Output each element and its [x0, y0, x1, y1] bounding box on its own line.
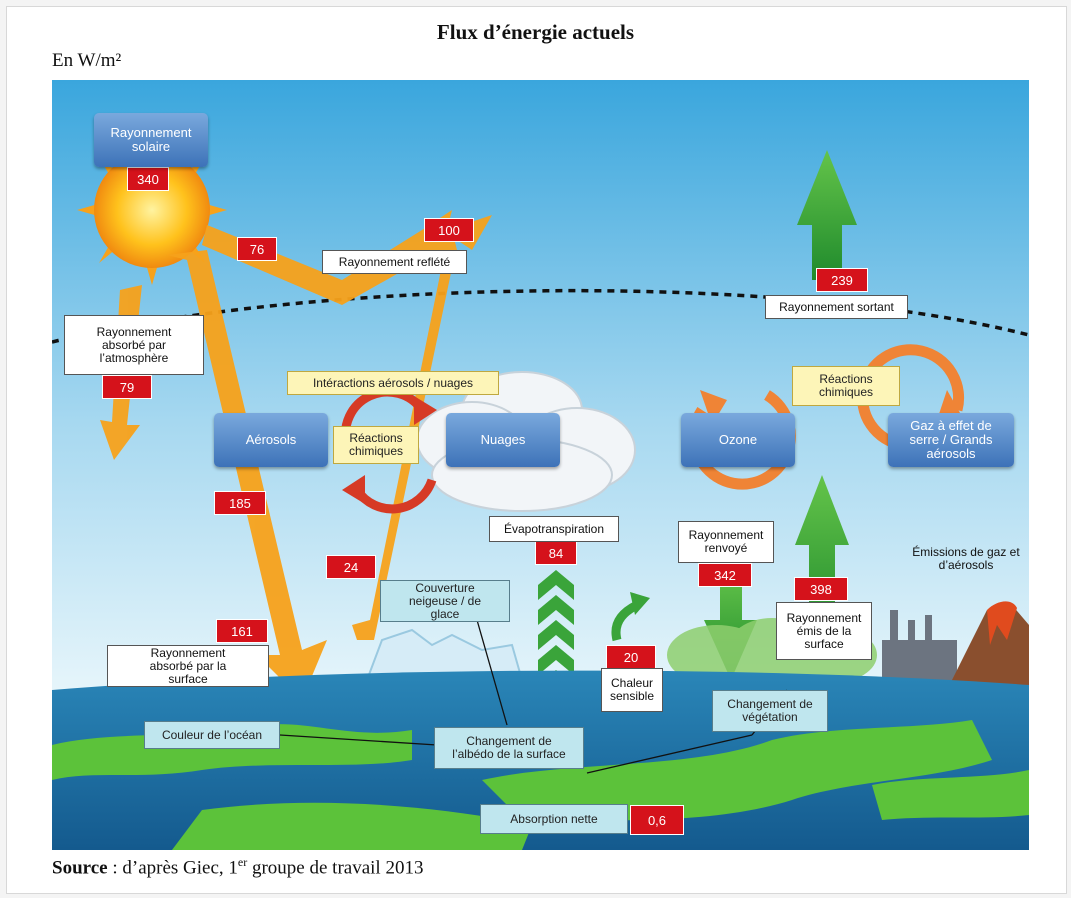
net-absorption-label: Absorption nette — [480, 804, 628, 834]
ozone-box: Ozone — [681, 413, 795, 467]
chem-reactions-left: Réactions chimiques — [333, 426, 419, 464]
outgoing-arrow — [797, 150, 857, 280]
value-reflected-surface: 24 — [326, 555, 376, 579]
source-superscript: er — [237, 855, 248, 869]
back-radiation-arrow — [704, 570, 757, 680]
source-citation: Source : d’après Giec, 1er groupe de tra… — [52, 855, 423, 879]
aerosols-box: Aérosols — [214, 413, 328, 467]
outgoing-label: Rayonnement sortant — [765, 295, 908, 319]
value-solar: 340 — [127, 167, 169, 191]
ghg-cycle — [857, 344, 965, 451]
ocean-color-label: Couleur de l’océan — [144, 721, 280, 749]
value-absorbed-surface: 161 — [216, 619, 268, 643]
value-surface-emission: 398 — [794, 577, 848, 601]
value-back-radiation: 342 — [698, 563, 752, 587]
source-text-before: : d’après Giec, 1 — [107, 857, 238, 879]
absorbed-surface-label: Rayonnement absorbé par la surface — [107, 645, 269, 687]
value-sensible-heat: 20 — [606, 645, 656, 669]
back-radiation-label: Rayonnement renvoyé — [678, 521, 774, 563]
surface-emission-arrow — [795, 475, 849, 640]
emissions-label: Émissions de gaz et d’aérosols — [912, 545, 1020, 572]
absorbed-atmosphere-label: Rayonnement absorbé par l’atmosphère — [64, 315, 204, 375]
reflected-label: Rayonnement reflété — [322, 250, 467, 274]
clouds-box: Nuages — [446, 413, 560, 467]
sun-icon — [77, 135, 227, 285]
value-evapotranspiration: 84 — [535, 541, 577, 565]
figure-title: Flux d’énergie actuels — [436, 20, 635, 44]
evapotranspiration-label: Évapotranspiration — [489, 516, 619, 542]
energy-flux-diagram: 340 76 100 239 79 185 24 161 84 20 342 3… — [52, 80, 1029, 850]
glacier-shape — [365, 628, 524, 681]
albedo-change-label: Changement de l’albédo de la surface — [434, 727, 584, 769]
unit-label: En W/m² — [52, 50, 122, 71]
surface-emission-label: Rayonnement émis de la surface — [776, 602, 872, 660]
ghg-box: Gaz à effet de serre / Grands aérosols — [888, 413, 1014, 467]
solar-radiation-box: Rayonnement solaire — [94, 113, 208, 167]
chem-reactions-right: Réactions chimiques — [792, 366, 900, 406]
value-outgoing: 239 — [816, 268, 868, 292]
source-label: Source — [52, 857, 108, 879]
aerosol-cloud-label: Intéractions aérosols / nuages — [287, 371, 499, 395]
value-net-absorption: 0,6 — [630, 805, 684, 835]
source-text-after: groupe de travail 2013 — [247, 857, 424, 879]
value-aerosols-path: 185 — [214, 491, 266, 515]
snow-cover-label: Couverture neigeuse / de glace — [380, 580, 510, 622]
volcano-shape — [947, 601, 1029, 690]
vegetation-change-label: Changement de végétation — [712, 690, 828, 732]
sensible-heat-label: Chaleur sensible — [601, 668, 663, 712]
value-reflected-atmosphere: 76 — [237, 237, 277, 261]
value-reflected-total: 100 — [424, 218, 474, 242]
value-absorbed-atmosphere: 79 — [102, 375, 152, 399]
